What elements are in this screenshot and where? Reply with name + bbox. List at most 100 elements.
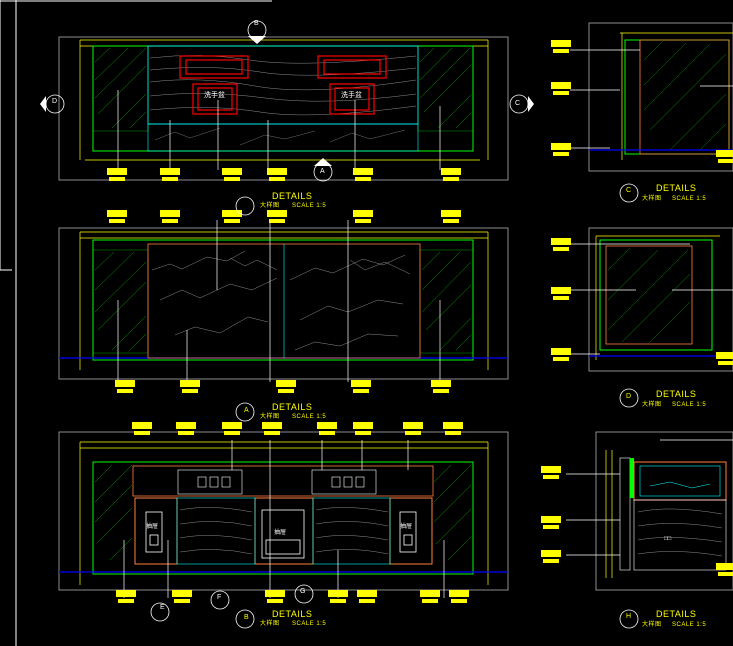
annotation-tag-sub [224,219,240,223]
annotation-tag [317,422,337,429]
detail-d [570,227,733,372]
annotation-tag-sub [718,159,733,163]
annotation-tag-sub [451,599,467,603]
marble-veins [151,250,411,351]
annotation-tag [353,422,373,429]
detail-c [570,22,733,172]
caption-letter: B [244,614,249,621]
annotation-tag-sub [543,525,559,529]
annotation-tags [107,40,733,603]
cabinet-label-left: 抽屉 [146,524,159,530]
annotation-tag [551,143,571,150]
annotation-tag-sub [174,599,190,603]
side-panel-hatch [92,45,474,132]
annotation-tag-sub [264,431,280,435]
section-marker-circle [235,196,255,216]
annotation-tag [160,210,180,217]
section-marker-circle [619,388,639,408]
section-marker-circle [619,609,639,629]
annotation-tag-sub [178,431,194,435]
caption-scale: SCALE 1:5 [292,414,327,420]
section-marker-circle [294,584,314,604]
annotation-tag [180,380,200,387]
annotation-tag [541,516,561,523]
annotation-tag [716,352,733,359]
caption-letter: D [626,393,632,400]
marker-f-bot: F [217,594,222,601]
section-marker-arrow [528,96,534,112]
caption-scale: SCALE 1:5 [672,196,707,202]
caption-sub: 大样图 [260,203,280,209]
annotation-tag-sub [269,219,285,223]
annotation-tag-sub [162,219,178,223]
annotation-tag [441,210,461,217]
caption-title: DETAILS [272,191,313,201]
annotation-tag-sub [405,431,421,435]
annotation-tag [541,466,561,473]
caption-scale: SCALE 1:5 [292,621,327,627]
annotation-tag-sub [553,152,569,156]
annotation-tag [431,380,451,387]
annotation-tag [443,422,463,429]
annotation-tag [551,348,571,355]
top-elevation [58,36,509,181]
annotation-tag-sub [109,177,125,181]
annotation-tag [328,590,348,597]
sink-left [179,55,249,115]
annotation-tag-sub [278,389,294,393]
caption-scale: SCALE 1:5 [672,402,707,408]
annotation-tag [551,238,571,245]
caption-sub: 大样图 [260,621,280,627]
annotation-tag [267,210,287,217]
annotation-tag [222,210,242,217]
annotation-tag [262,422,282,429]
annotation-tag [551,40,571,47]
annotation-tag [265,590,285,597]
annotation-tag-sub [355,431,371,435]
annotation-tag-sub [359,599,375,603]
sink-label-right: 洗手盆 [341,91,362,99]
annotation-tag-sub [117,389,133,393]
marker-d-top: D [52,98,58,105]
bottom-elevation [58,431,509,598]
annotation-tag-sub [445,431,461,435]
annotation-tag [449,590,469,597]
annotation-tag [541,550,561,557]
annotation-tag-sub [718,361,733,365]
sink-label-left: 洗手盆 [204,91,225,99]
section-markers [40,20,639,629]
annotation-tag-sub [118,599,134,603]
annotation-tag [172,590,192,597]
annotation-tag-sub [553,357,569,361]
annotation-tag [267,168,287,175]
cabinet-label-right: 抽屉 [400,524,413,530]
marker-c-top: C [515,100,521,107]
annotation-tag-sub [355,177,371,181]
annotation-tag-sub [543,559,559,563]
annotation-tag [351,380,371,387]
caption-sub: 大样图 [642,402,662,408]
annotation-tag [353,210,373,217]
annotation-tag-sub [443,177,459,181]
section-marker-arrow [248,36,266,44]
annotation-tag [222,422,242,429]
annotation-tag-sub [109,219,125,223]
annotation-tag-sub [162,177,178,181]
middle-elevation [58,220,509,382]
annotation-tag-sub [553,49,569,53]
annotation-tag [357,590,377,597]
caption-sub: 大样图 [642,196,662,202]
annotation-tag-sub [553,247,569,251]
section-marker-circle [210,590,230,610]
annotation-tag [107,168,127,175]
annotation-tag-sub [433,389,449,393]
annotation-tag-sub [330,599,346,603]
annotation-tag-sub [319,431,335,435]
caption-letter: A [244,407,249,414]
annotation-tag [160,168,180,175]
caption-letter: H [626,613,632,620]
annotation-tag [403,422,423,429]
section-marker-circle [150,602,170,622]
annotation-tag-sub [224,177,240,181]
